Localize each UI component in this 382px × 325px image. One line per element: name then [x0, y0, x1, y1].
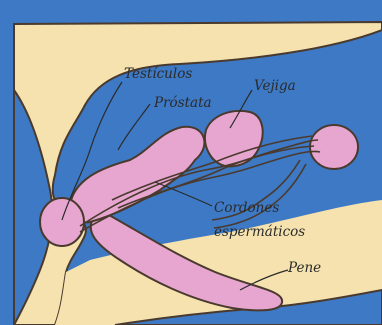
label-cords-line1: Cordones — [214, 200, 279, 216]
label-penis: Pene — [287, 260, 321, 276]
label-prostate: Próstata — [153, 95, 212, 111]
label-testicles: Testículos — [124, 66, 192, 82]
label-cords-line2: espermáticos — [214, 224, 305, 240]
testicle-right-shape — [310, 125, 358, 169]
testicle-left-shape — [40, 198, 84, 246]
label-bladder: Vejiga — [254, 78, 296, 94]
